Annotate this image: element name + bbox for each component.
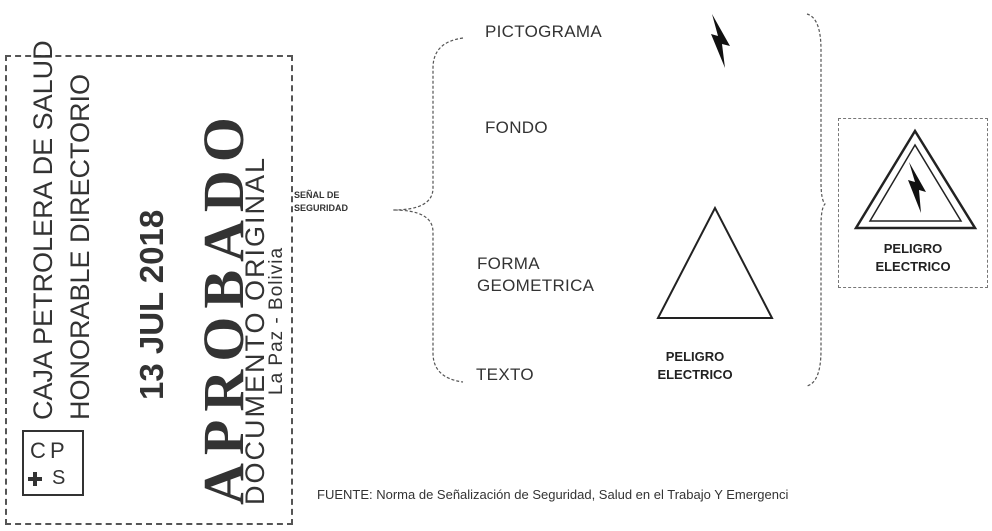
label-pictograma: PICTOGRAMA bbox=[485, 22, 602, 41]
brace-label: SEÑAL DE SEGURIDAD bbox=[294, 190, 349, 213]
sample-text: PELIGRO ELECTRICO bbox=[630, 348, 760, 384]
stamp-institution-line2: HONORABLE DIRECTORIO bbox=[65, 73, 95, 420]
label-texto: TEXTO bbox=[476, 365, 534, 384]
sample-text-line2: ELECTRICO bbox=[657, 367, 733, 382]
result-text-line2: ELECTRICO bbox=[875, 259, 951, 274]
lightning-bolt-icon bbox=[711, 14, 730, 68]
label-geometrica: GEOMETRICA bbox=[477, 276, 595, 295]
svg-text:P: P bbox=[50, 438, 65, 463]
label-forma: FORMA bbox=[477, 254, 540, 273]
sample-text-line1: PELIGRO bbox=[665, 349, 725, 364]
result-sign-frame bbox=[838, 118, 988, 288]
result-lightning-icon bbox=[908, 162, 926, 213]
source-footnote: FUENTE: Norma de Señalización de Segurid… bbox=[317, 487, 789, 502]
left-brace bbox=[392, 37, 464, 383]
approval-stamp bbox=[5, 55, 293, 525]
svg-text:S: S bbox=[52, 467, 65, 489]
svg-text:C: C bbox=[30, 438, 46, 463]
cps-logo: C P S bbox=[22, 430, 84, 496]
result-text-line1: PELIGRO bbox=[883, 241, 943, 256]
result-sign-triangle bbox=[853, 128, 978, 230]
stamp-location: La Paz - Bolivia bbox=[266, 246, 287, 395]
stamp-date: 13 JUL 2018 bbox=[133, 209, 170, 400]
triangle-shape bbox=[656, 205, 774, 319]
result-sign-text: PELIGRO ELECTRICO bbox=[838, 240, 988, 276]
stamp-institution-line1: CAJA PETROLERA DE SALUD bbox=[28, 40, 58, 420]
right-bracket bbox=[806, 13, 826, 387]
label-fondo: FONDO bbox=[485, 118, 548, 137]
